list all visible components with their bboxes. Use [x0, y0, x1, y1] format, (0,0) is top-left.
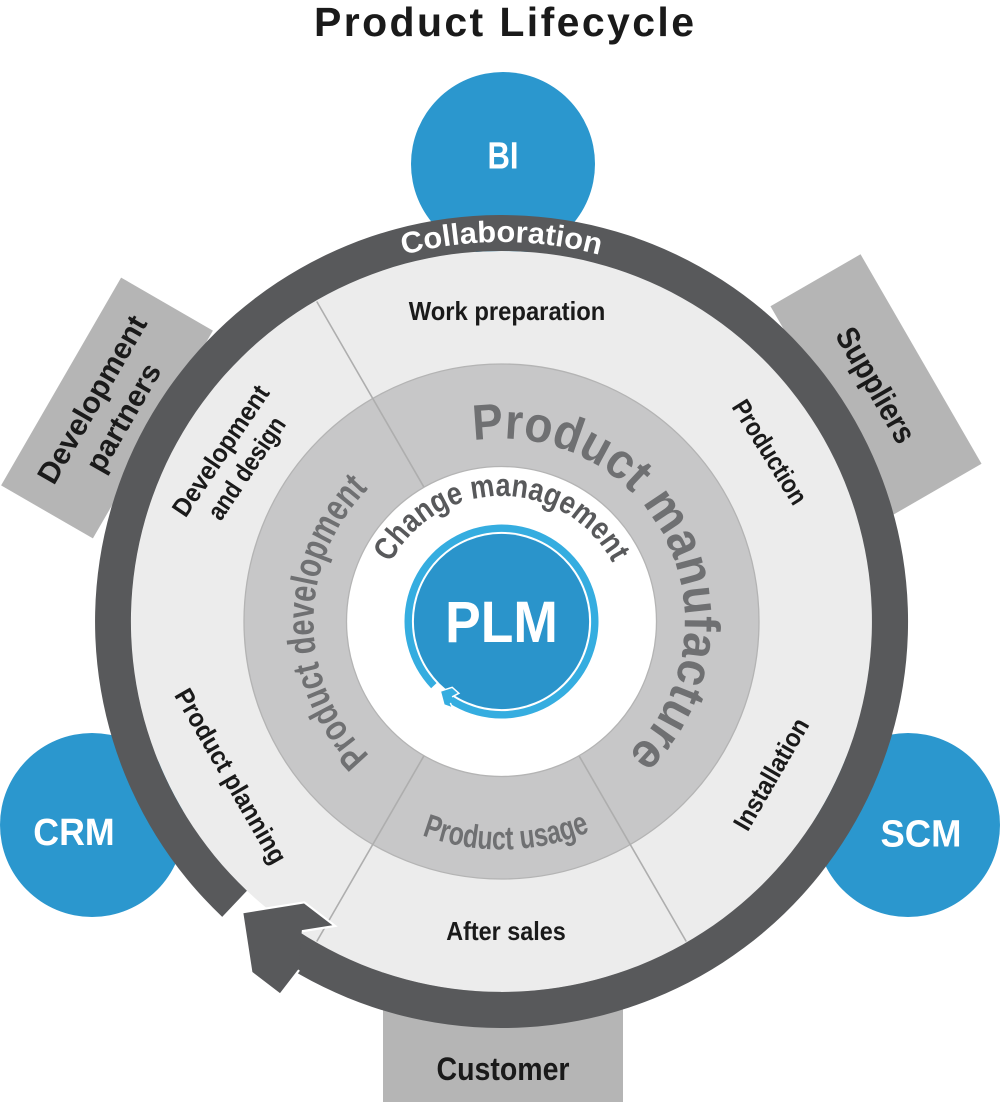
svg-text:CRM: CRM: [33, 812, 114, 854]
svg-text:Product Lifecycle: Product Lifecycle: [314, 0, 694, 45]
svg-text:PLM: PLM: [445, 590, 558, 655]
svg-text:After sales: After sales: [446, 916, 566, 946]
svg-text:Work preparation: Work preparation: [409, 296, 606, 326]
svg-text:Customer: Customer: [437, 1051, 570, 1087]
svg-text:BI: BI: [488, 136, 519, 178]
svg-text:SCM: SCM: [881, 814, 962, 856]
